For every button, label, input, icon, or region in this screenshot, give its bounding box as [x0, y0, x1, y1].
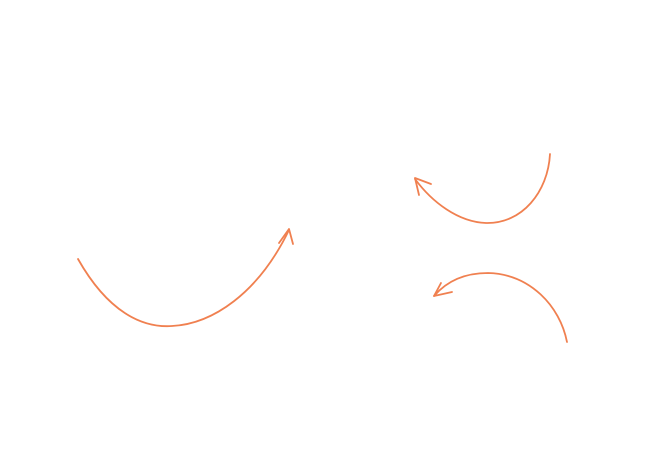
arrow-left-head — [278, 228, 294, 245]
arrow-bottom-right-head — [433, 282, 453, 297]
arrow-top-right-curve — [414, 153, 551, 224]
curved-arrow-left-icon — [77, 228, 294, 328]
arrow-bottom-right-curve — [433, 272, 568, 343]
curved-arrow-top-right-icon — [414, 153, 551, 224]
curved-arrow-bottom-right-icon — [433, 272, 568, 343]
arrow-left-curve — [77, 229, 290, 328]
arrow-top-right-head — [414, 177, 432, 196]
